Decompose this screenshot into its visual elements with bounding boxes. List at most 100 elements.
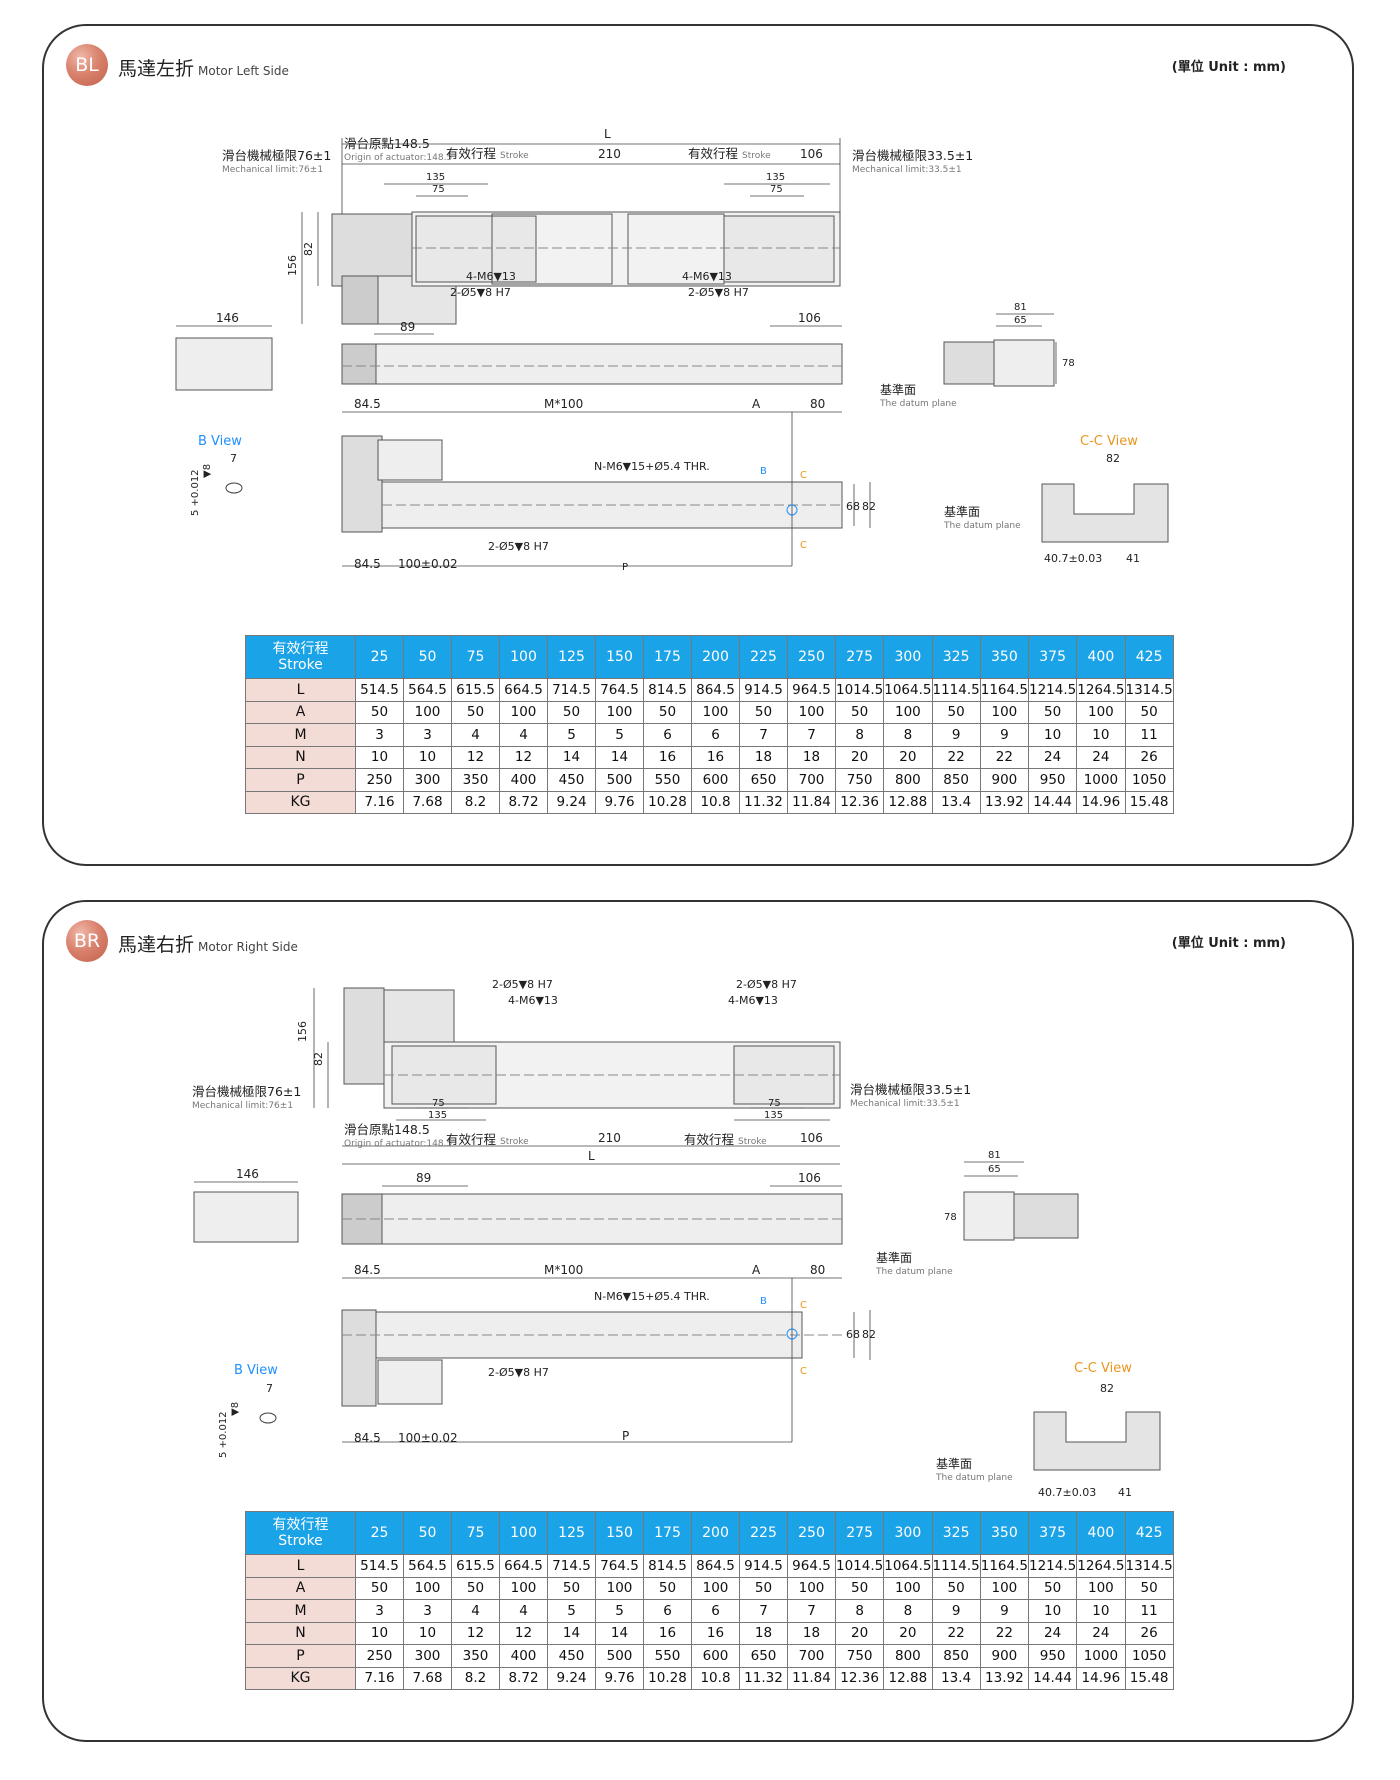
table-cell: 350	[451, 1644, 500, 1668]
dim-100: 100±0.02	[398, 1431, 458, 1445]
table-cell: 26	[1124, 745, 1174, 769]
dim-7: 7	[266, 1382, 273, 1395]
stroke-header: 350	[979, 635, 1030, 679]
table-cell: 514.5	[355, 1554, 404, 1578]
table-cell: 50	[834, 700, 885, 724]
dim-135-left: 135	[428, 1110, 447, 1121]
table-cell: 50	[931, 700, 981, 724]
table-cell: 664.5	[499, 678, 548, 702]
table-cell: 650	[739, 1644, 788, 1668]
stroke-header: 250	[787, 635, 836, 679]
table-cell: 9	[931, 723, 981, 747]
dim-A: A	[752, 397, 761, 411]
stroke-header: 25	[355, 1511, 404, 1555]
origin-en: Origin of actuator:148.5	[344, 153, 452, 163]
table-cell: 850	[931, 1644, 981, 1668]
table-cell: 50	[547, 1576, 596, 1600]
mark-C-top: C	[800, 470, 807, 481]
panel-title-en: Motor Left Side	[198, 64, 289, 78]
dim-82-bottom: 82	[862, 1328, 876, 1341]
table-cell: 800	[883, 768, 933, 792]
table-cell: 6	[691, 723, 740, 747]
dim-81: 81	[988, 1150, 1001, 1161]
row-header: M	[245, 1599, 356, 1623]
table-cell: 3	[403, 1599, 452, 1623]
table-cell: 615.5	[451, 1554, 500, 1578]
stroke-header: 425	[1124, 635, 1174, 679]
dim-A: A	[752, 1263, 761, 1277]
table-cell: 10	[355, 1621, 404, 1645]
table-cell: 9.24	[547, 790, 596, 814]
table-cell: 8.72	[499, 790, 548, 814]
stroke-header: 375	[1027, 1511, 1078, 1555]
stroke-cn-2: 有效行程	[688, 146, 739, 161]
stroke-header: 400	[1076, 1511, 1126, 1555]
dim-106: 106	[800, 147, 823, 161]
dim-100: 100±0.02	[398, 557, 458, 571]
stroke-header: 400	[1076, 635, 1126, 679]
dim-78: 78	[1062, 358, 1075, 369]
tap-m6-right: 4-M6▼13	[728, 994, 778, 1007]
table-cell: 24	[1076, 745, 1126, 769]
table-cell: 1314.5	[1124, 678, 1174, 702]
row-header: N	[245, 745, 356, 769]
table-cell: 10.28	[643, 790, 692, 814]
stroke-header: 200	[691, 1511, 740, 1555]
row-header: P	[245, 1644, 356, 1668]
dim-68: 68	[846, 500, 860, 513]
table-cell: 50	[834, 1576, 885, 1600]
table-cell: 100	[595, 1576, 644, 1600]
table-cell: 300	[403, 768, 452, 792]
datum-cn-2: 基準面	[944, 504, 980, 519]
table-cell: 100	[499, 700, 548, 724]
dim-75-left: 75	[432, 1098, 445, 1109]
table-cell: 22	[979, 745, 1030, 769]
table-cell: 7.68	[403, 1666, 452, 1690]
table-cell: 4	[499, 1599, 548, 1623]
stroke-en-1: Stroke	[500, 1137, 529, 1147]
table-cell: 100	[883, 1576, 933, 1600]
table-cell: 14.44	[1027, 790, 1078, 814]
table-cell: 1064.5	[883, 678, 933, 702]
stroke-header: 175	[643, 1511, 692, 1555]
dim-135-right: 135	[766, 172, 785, 183]
table-cell: 814.5	[643, 678, 692, 702]
stroke-header: 275	[834, 635, 885, 679]
origin-cn: 滑台原點148.5	[344, 136, 430, 151]
table-cell: 11	[1124, 723, 1174, 747]
table-cell: 10	[355, 745, 404, 769]
table-cell: 50	[1027, 1576, 1078, 1600]
table-cell: 9	[979, 1599, 1030, 1623]
table-cell: 100	[787, 1576, 836, 1600]
table-cell: 1164.5	[979, 678, 1030, 702]
stroke-header: 25	[355, 635, 404, 679]
stroke-en-2: Stroke	[738, 1137, 767, 1147]
table-cell: 100	[595, 700, 644, 724]
dim-210: 210	[598, 1131, 621, 1145]
table-cell: 450	[547, 1644, 596, 1668]
stroke-cn-1: 有效行程	[446, 146, 497, 161]
stroke-header: 300	[883, 1511, 933, 1555]
table-cell: 50	[643, 700, 692, 724]
origin-en: Origin of actuator:148.5	[344, 1139, 452, 1149]
table-cell: 600	[691, 768, 740, 792]
table-cell: 800	[883, 1644, 933, 1668]
dim-L: L	[588, 1149, 595, 1163]
stroke-header: 375	[1027, 635, 1078, 679]
table-cell: 7	[787, 723, 836, 747]
table-cell: 7.68	[403, 790, 452, 814]
dim-156: 156	[296, 1021, 309, 1042]
table-cell: 6	[691, 1599, 740, 1623]
table-cell: 9.76	[595, 1666, 644, 1690]
table-cell: 1000	[1076, 768, 1126, 792]
table-cell: 11.84	[787, 790, 836, 814]
b-view-title: B View	[198, 434, 242, 449]
dim-82: 82	[302, 242, 315, 256]
table-cell: 700	[787, 1644, 836, 1668]
dim-7: 7	[230, 452, 237, 465]
table-cell: 50	[355, 700, 404, 724]
